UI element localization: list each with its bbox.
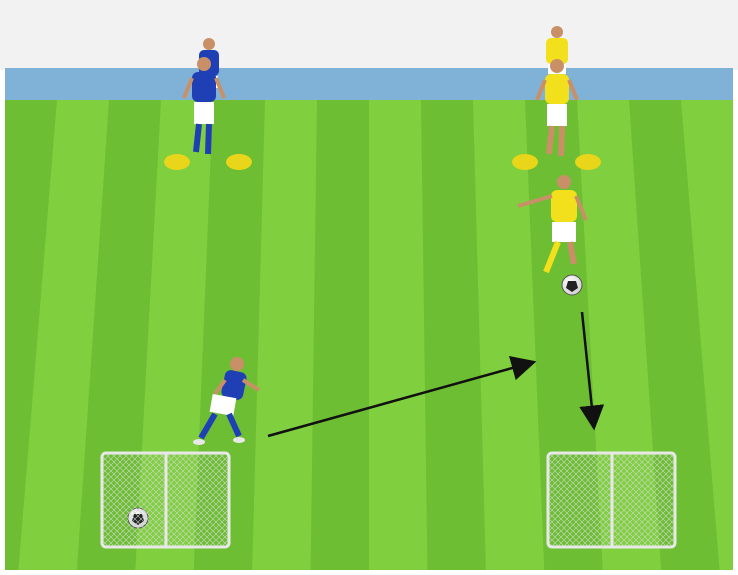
player-yellow-icon	[535, 59, 579, 157]
cone-icon	[575, 154, 601, 170]
stand-wall	[5, 68, 733, 100]
mini-goal-icon	[100, 451, 231, 549]
cone-icon	[226, 154, 252, 170]
pitch-stripe	[310, 100, 369, 570]
pitch-stripe	[421, 100, 486, 570]
pitch-stripe	[5, 100, 57, 570]
pass-arrow	[267, 355, 537, 438]
run-arrow	[579, 311, 605, 431]
player-yellow-icon	[517, 175, 588, 274]
player-blue-icon	[193, 357, 261, 445]
sky	[0, 0, 738, 70]
cone-icon	[164, 154, 190, 170]
mini-goal-icon	[546, 451, 677, 549]
soccer-ball-icon	[561, 274, 583, 296]
cone-icon	[512, 154, 538, 170]
cones	[164, 154, 601, 170]
pitch-stripe	[629, 100, 720, 570]
player-blue-icon	[182, 57, 226, 155]
